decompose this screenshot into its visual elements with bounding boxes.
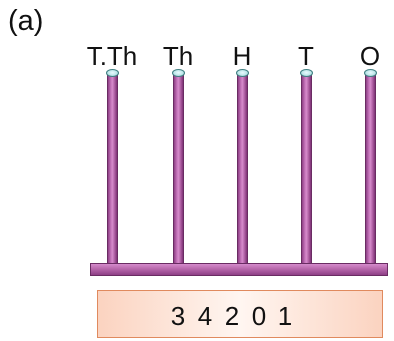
rod-cap-ten-thousands: [105, 69, 119, 77]
digit-hundreds: 2: [224, 301, 240, 331]
rod-ten-thousands: [106, 73, 118, 266]
rod-hundreds: [236, 73, 248, 266]
abacus-base: [90, 263, 388, 276]
part-label: (a): [8, 5, 44, 37]
place-label-thousands: Th: [162, 41, 194, 71]
digit-ten-thousands: 3: [170, 301, 186, 331]
place-label-hundreds: H: [232, 41, 252, 71]
rod-cap-ones: [363, 69, 377, 77]
rod-cap-hundreds: [235, 69, 249, 77]
digit-tens: 0: [251, 301, 267, 331]
digit-thousands: 4: [197, 301, 213, 331]
rod-cap-thousands: [171, 69, 185, 77]
rod-ones: [364, 73, 376, 266]
place-label-ten-thousands: T.Th: [86, 41, 138, 71]
rod-tens: [300, 73, 312, 266]
digit-ones: 1: [277, 301, 293, 331]
place-label-ones: O: [359, 41, 381, 71]
number-box: [97, 290, 383, 338]
place-label-tens: T: [298, 41, 314, 71]
rod-cap-tens: [299, 69, 313, 77]
rod-thousands: [172, 73, 184, 266]
